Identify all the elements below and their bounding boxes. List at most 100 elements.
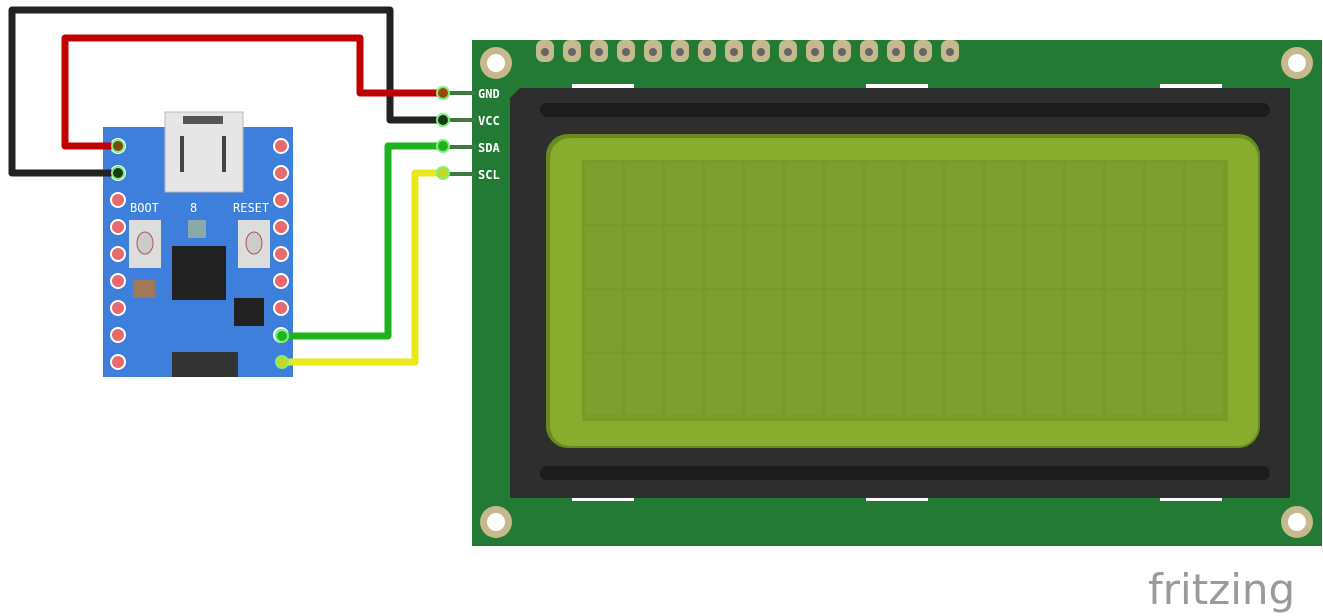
lcd-char-cell [1065,163,1103,224]
wire-endpoint[interactable] [436,166,450,180]
lcd-char-cell [625,290,663,352]
wire-vcc[interactable] [8,6,443,177]
lcd-pin-vcc: VCC [478,114,500,128]
board-pin-right [273,273,289,289]
wire-endpoint[interactable] [436,139,450,153]
lcd-header-pin [779,40,797,62]
lcd-char-cell [705,163,743,224]
lcd-char-cell [1185,354,1223,415]
wire-endpoint[interactable] [275,329,289,343]
lcd-header-pin [914,40,932,62]
board-pin-right [273,300,289,316]
lcd-char-cell [1065,354,1103,415]
lcd-char-cell [785,226,823,288]
mcu-chip [172,246,226,300]
lcd-char-cell [1025,290,1063,352]
wire-sda[interactable] [280,142,443,340]
lcd-char-cell [1065,290,1103,352]
lcd-char-cell [905,163,943,224]
lcd-module[interactable]: GND VCC SDA SCL [443,40,1322,546]
lcd-char-cell [1145,290,1183,352]
board-pin-right [273,192,289,208]
lcd-char-cell [665,226,703,288]
lcd-char-cell [1105,354,1143,415]
lcd-char-cell [665,163,703,224]
lcd-char-cell [865,226,903,288]
lcd-char-cell [585,290,623,352]
wire-endpoint[interactable] [436,86,450,100]
lcd-header-pin [536,40,554,62]
lcd-char-cell [905,290,943,352]
lcd-header-pin [617,40,635,62]
lcd-char-cell [825,354,863,415]
wire-endpoint[interactable] [111,166,125,180]
lcd-header-pin [860,40,878,62]
lcd-header-pin [806,40,824,62]
lcd-char-cell [585,226,623,288]
lcd-char-cell [665,290,703,352]
lcd-char-cell [1105,290,1143,352]
wire-gnd[interactable] [61,34,443,150]
lcd-char-cell [1105,163,1143,224]
lcd-char-cell [785,354,823,415]
lcd-header-pin [671,40,689,62]
board-pin-left [110,192,126,208]
board-pin-left [110,219,126,235]
lcd-header-pin [644,40,662,62]
lcd-header-pin [887,40,905,62]
reset-button[interactable] [238,220,270,268]
lcd-header-pin [941,40,959,62]
lcd-char-cell [1145,163,1183,224]
lcd-char-cell [825,163,863,224]
lcd-char-cell [1145,226,1183,288]
lcd-char-cell [945,354,983,415]
lcd-char-cell [705,226,743,288]
wire-endpoint[interactable] [275,355,289,369]
board-pin-left [110,327,126,343]
wire-endpoint[interactable] [436,113,450,127]
lcd-pin-sda: SDA [478,141,500,155]
lcd-char-cell [985,290,1023,352]
lcd-char-cell [1185,290,1223,352]
lcd-char-cell [745,290,783,352]
wire-endpoint[interactable] [111,139,125,153]
mount-hole [480,506,512,538]
lcd-char-cell [585,354,623,415]
lcd-char-cell [705,290,743,352]
usb-connector [164,111,244,193]
lcd-header-pin [833,40,851,62]
lcd-char-cell [745,163,783,224]
lcd-char-cell [1025,226,1063,288]
board-pin-left [110,246,126,262]
boot-button[interactable] [129,220,161,268]
lcd-char-cell [1025,163,1063,224]
lcd-char-cell [865,163,903,224]
lcd-pin-gnd: GND [478,87,500,101]
lcd-header-pin [725,40,743,62]
board-pin-right [273,246,289,262]
board-pin-left [110,300,126,316]
lcd-header-pin [752,40,770,62]
lcd-char-cell [625,163,663,224]
fritzing-logo: fritzing [1148,565,1295,614]
lcd-char-cell [705,354,743,415]
lcd-header-pin [698,40,716,62]
lcd-char-cell [625,354,663,415]
mount-hole [1281,47,1313,79]
wire-scl[interactable] [280,169,443,366]
lcd-char-cell [745,354,783,415]
lcd-top-header [536,40,959,62]
lcd-pin-scl: SCL [478,168,500,182]
led [188,220,206,238]
lcd-char-cell [1025,354,1063,415]
lcd-char-cell [985,226,1023,288]
esp32-c3-board[interactable]: BOOT RESET 8 [103,111,293,377]
mount-hole [480,47,512,79]
lcd-char-cell [945,290,983,352]
lcd-char-cell [625,226,663,288]
board-pin-left [110,273,126,289]
lcd-char-cell [945,163,983,224]
lcd-char-cell [1185,226,1223,288]
lcd-char-cell [1145,354,1183,415]
